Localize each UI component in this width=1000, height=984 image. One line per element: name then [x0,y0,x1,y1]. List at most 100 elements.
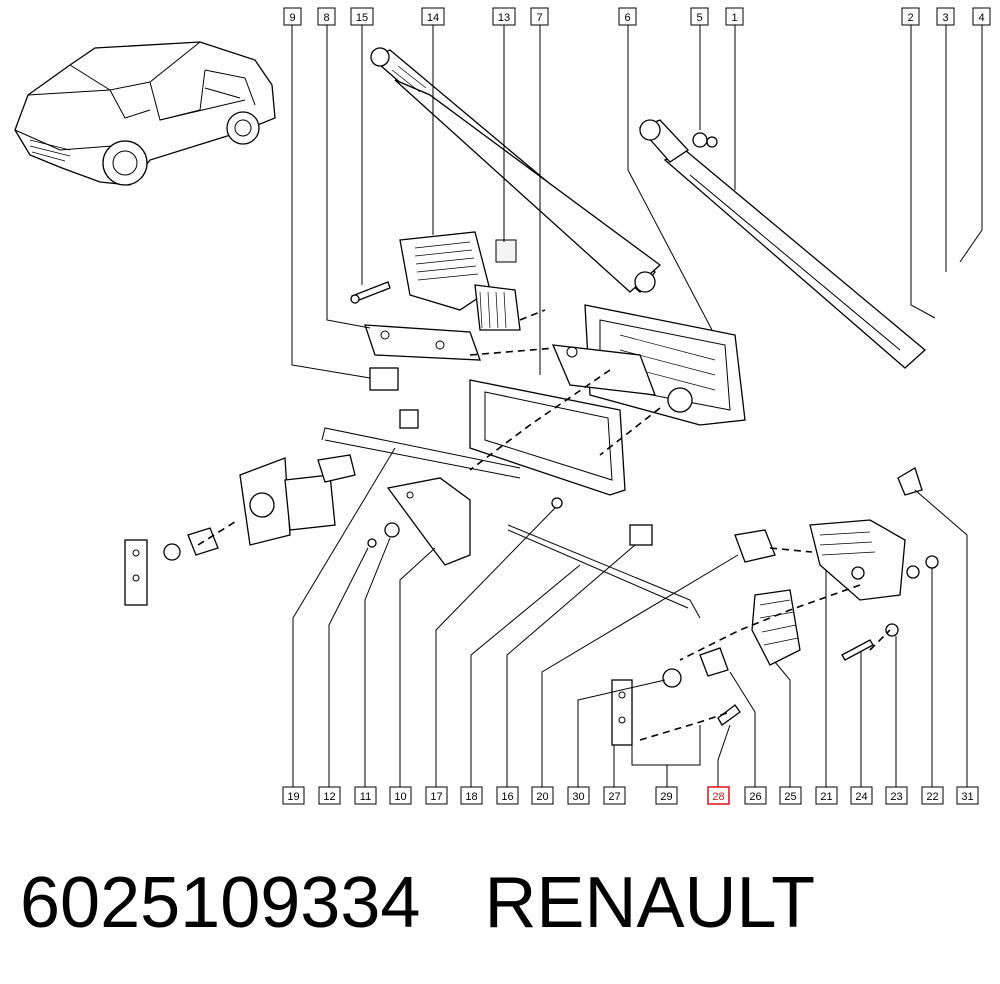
svg-text:22: 22 [926,791,938,803]
svg-text:31: 31 [961,791,973,803]
latch-plate [551,344,656,396]
svg-text:7: 7 [536,12,542,24]
callout-27: 27 [603,786,626,805]
bushing-26 [699,647,729,677]
svg-text:13: 13 [498,12,510,24]
svg-text:9: 9 [289,12,295,24]
rod-19 [321,427,521,479]
callout-14: 14 [421,7,445,26]
callout-1: 1 [725,7,744,26]
bump-31 [897,467,923,496]
washer-11 [384,522,400,538]
leader-lines [291,25,983,787]
svg-text:14: 14 [427,12,439,24]
callout-10: 10 [389,786,412,805]
svg-text:4: 4 [978,12,984,24]
callout-29: 29 [655,786,678,805]
callout-31: 31 [956,786,979,805]
callout-3: 3 [936,7,955,26]
svg-text:8: 8 [323,12,329,24]
svg-text:2: 2 [907,12,913,24]
svg-text:21: 21 [820,791,832,803]
callout-22: 22 [921,786,944,805]
part-caption: 6025109334 RENAULT [20,858,980,948]
svg-text:3: 3 [942,12,948,24]
svg-text:6: 6 [624,12,630,24]
plate-27 [611,679,633,746]
grommet-20 [734,529,776,563]
svg-text:19: 19 [287,791,299,803]
handle-housing-right [809,519,906,601]
callout-30: 30 [567,786,590,805]
svg-text:24: 24 [855,791,867,803]
svg-text:17: 17 [430,791,442,803]
nut-17 [551,497,563,509]
svg-text:16: 16 [501,791,513,803]
svg-text:23: 23 [890,791,902,803]
screw-24 [841,639,874,661]
svg-text:26: 26 [749,791,761,803]
lock-cylinder-25 [751,589,801,666]
lock-housing-6 [584,304,746,426]
callout-19: 19 [282,786,305,805]
screw-15 [350,281,391,304]
gasket-7 [469,379,626,496]
svg-text:1: 1 [731,12,737,24]
svg-text:30: 30 [572,791,584,803]
bracket-10 [386,477,471,566]
callout-24: 24 [850,786,873,805]
callout-25: 25 [779,786,802,805]
svg-text:27: 27 [608,791,620,803]
svg-text:20: 20 [536,791,548,803]
screw-28 [717,704,741,726]
callout-2: 2 [901,7,920,26]
svg-text:28: 28 [712,791,724,803]
rod-16 [507,524,701,619]
svg-text:15: 15 [356,12,368,24]
clip-9 [369,367,399,391]
nut-22 [925,555,939,569]
cap-18 [629,524,653,546]
callout-21: 21 [815,786,838,805]
callout-28: 28 [707,786,730,805]
svg-text:18: 18 [465,791,477,803]
svg-text:29: 29 [660,791,672,803]
washer-22b [906,565,920,579]
svg-text:11: 11 [360,791,371,803]
clip-12 [367,538,377,548]
part-number: 6025109334 [20,863,421,943]
svg-text:25: 25 [784,791,796,803]
callout-7: 7 [530,7,549,26]
svg-text:10: 10 [394,791,406,803]
callout-15: 15 [350,7,374,26]
brand-name: RENAULT [484,863,816,943]
callout-18: 18 [460,786,483,805]
vehicle-illustration [14,41,276,186]
assembly-lines [197,309,891,741]
callout-26: 26 [744,786,767,805]
svg-text:5: 5 [696,12,702,24]
callout-9: 9 [283,7,302,26]
callout-16: 16 [496,786,519,805]
gas-strut-left [370,47,662,293]
callout-11: 11 [354,786,377,805]
callout-23: 23 [885,786,908,805]
callout-6: 6 [618,7,637,26]
svg-text:12: 12 [323,791,335,803]
callout-5: 5 [690,7,709,26]
callout-4: 4 [972,7,991,26]
callout-20: 20 [531,786,554,805]
washer-23 [885,623,899,637]
callout-8: 8 [317,7,336,26]
gas-strut-right [638,119,926,369]
callout-17: 17 [425,786,448,805]
nut-30 [662,668,682,688]
lock-actuator-motor [399,231,521,331]
handle-housing-left [239,454,356,546]
plate-left [124,527,219,606]
cap-block [399,409,419,429]
mounting-plate-8 [364,324,481,361]
callout-12: 12 [318,786,341,805]
callout-13: 13 [492,7,516,26]
